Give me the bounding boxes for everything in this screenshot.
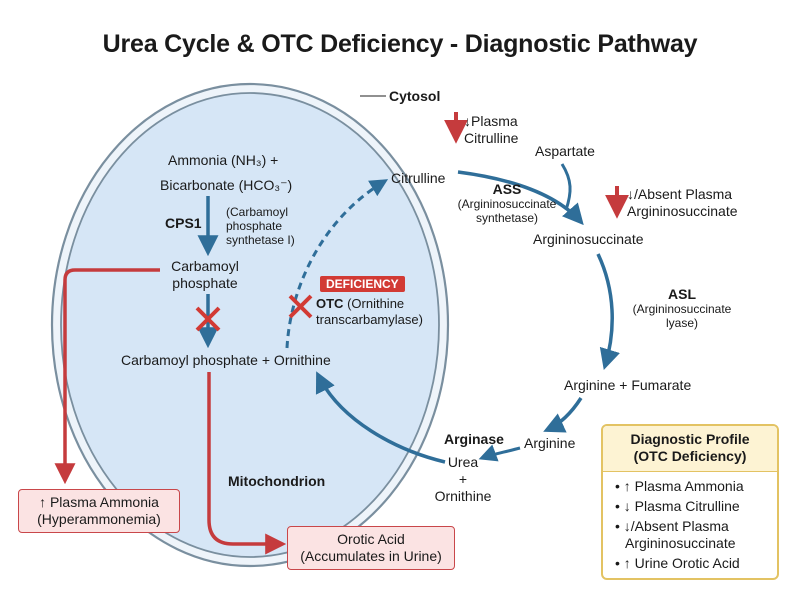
orotic-acid-box: Orotic Acid (Accumulates in Urine) (287, 526, 455, 570)
page-title: Urea Cycle & OTC Deficiency - Diagnostic… (102, 30, 698, 58)
mitochondrion (50, 82, 450, 568)
ass-abbr: ASS (492, 181, 522, 197)
arrow-ass (457, 170, 584, 226)
arrow-otc-dashed (285, 179, 389, 349)
cps1-abbr: CPS1 (165, 215, 202, 231)
arginine-label: Arginine (524, 435, 576, 451)
argininosuccinate-label: Argininosuccinate (533, 231, 644, 247)
aspartate-label: Aspartate (535, 143, 595, 159)
profile-item: • ↑ Plasma Ammonia (615, 478, 744, 494)
bicarbonate-label: Bicarbonate (HCO₃⁻) (160, 177, 293, 193)
profile-item: • ↑ Urine Orotic Acid (615, 555, 740, 571)
arrow-ornithine-return (315, 371, 446, 464)
profile-item: • ↓/Absent Plasma Argininosuccinate (615, 518, 736, 551)
profile-item: • ↓ Plasma Citrulline (615, 498, 740, 514)
absent-plasma-label: ↓/Absent Plasma Argininosuccinate (627, 186, 738, 219)
carbamoyl-phosphate-label: Carbamoyl phosphate (171, 258, 239, 291)
block-x-cps-icon (195, 306, 221, 332)
deficiency-badge: DEFICIENCY (320, 276, 405, 292)
hyperammonemia-box: ↑ Plasma Ammonia (Hyperammonemia) (18, 489, 180, 533)
arginine-fumarate-label: Arginine + Fumarate (564, 377, 692, 393)
diagnostic-profile-title: Diagnostic Profile (OTC Deficiency) (603, 426, 777, 472)
block-x-otc-icon (288, 294, 313, 319)
asl-name: (Argininosuccinate lyase) (632, 302, 732, 330)
asl-abbr: ASL (668, 286, 696, 302)
arginase-label: Arginase (444, 431, 504, 447)
mitochondrion-label: Mitochondrion (228, 473, 326, 489)
otc-enzyme-label: OTC (Ornithine transcarbamylase) (316, 296, 423, 327)
carbamoyl-plus-ornithine-label: Carbamoyl phosphate + Ornithine (121, 352, 331, 368)
citrulline-label: Citrulline (391, 170, 446, 186)
arrow-arginine (543, 397, 583, 433)
plasma-citrulline-label: ↓Plasma Citrulline (464, 113, 519, 146)
arrow-arginase (478, 444, 521, 462)
diagnostic-profile-list: • ↑ Plasma Ammonia • ↓ Plasma Citrulline… (603, 472, 777, 572)
ass-name: (Argininosuccinate synthetase) (457, 197, 557, 225)
ammonia-label: Ammonia (NH₃) + (168, 152, 279, 168)
cps1-name: (Carbamoyl phosphate synthetase I) (226, 205, 295, 247)
urea-ornithine-label: Urea + Ornithine (434, 454, 492, 504)
arrow-aspartate (560, 163, 572, 211)
arrow-to-hyperammonemia (54, 268, 160, 485)
arrow-to-orotic-acid (207, 372, 287, 555)
cytosol-label: Cytosol (389, 88, 441, 104)
arrow-asl (596, 253, 620, 371)
diagnostic-profile-panel: Diagnostic Profile (OTC Deficiency) • ↑ … (601, 424, 779, 580)
